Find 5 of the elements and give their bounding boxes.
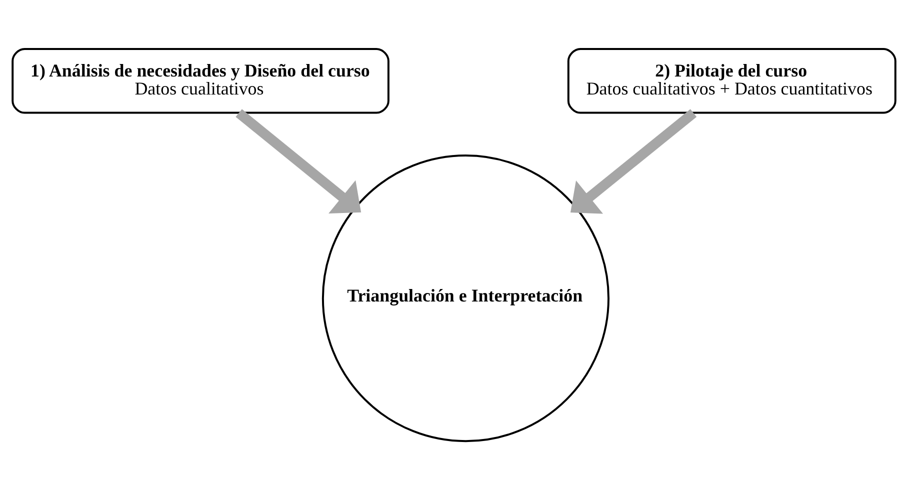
arrow: [236, 109, 362, 214]
node-box: 2) Pilotaje del curso Datos cualitativos + Datos cuantitativos: [567, 48, 896, 114]
arrow: [570, 109, 697, 214]
node-circle: Triangulación e Interpretación: [322, 154, 610, 442]
node-box: 1) Análisis de necesidades y Diseño del curso Datos cualitativos: [12, 48, 390, 114]
